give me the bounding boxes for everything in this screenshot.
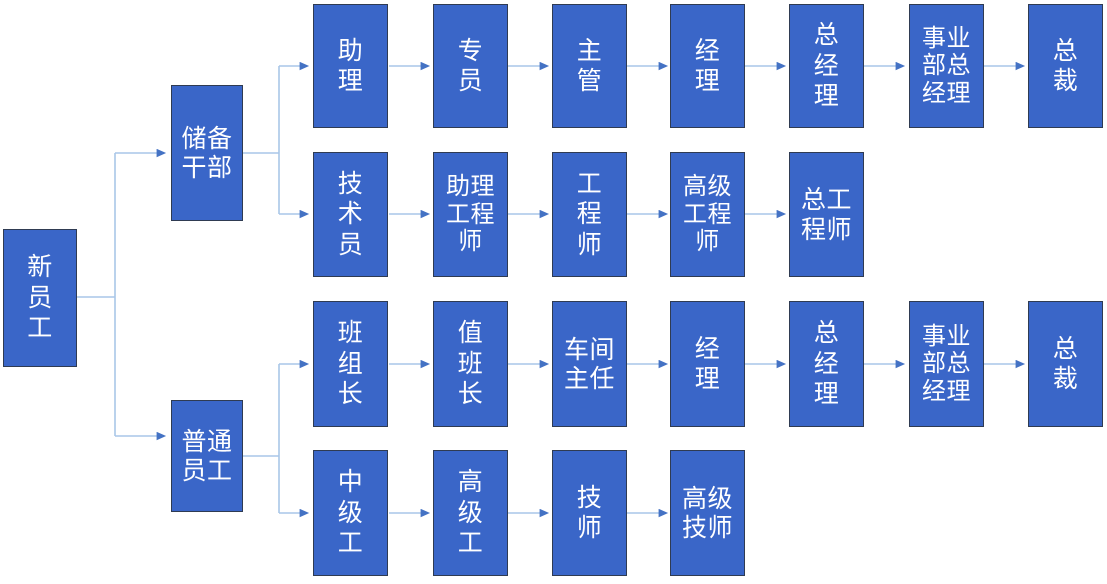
node-label: 技术员 (337, 168, 364, 259)
node-label: 中级工 (337, 467, 364, 558)
node-label: 班组长 (337, 318, 364, 409)
node-production-2[interactable]: 值班长 (433, 301, 508, 427)
node-production-5[interactable]: 总经理 (789, 301, 864, 427)
node-label: 总经理 (813, 318, 840, 409)
node-technical-5[interactable]: 总工程师 (789, 152, 864, 277)
node-label: 高级工 (457, 467, 484, 558)
node-new-employee[interactable]: 新员工 (3, 229, 77, 367)
node-label: 经理 (694, 333, 721, 394)
node-label: 普通员工 (181, 426, 233, 486)
node-technical-4[interactable]: 高级工程师 (670, 152, 745, 277)
node-management-2[interactable]: 专员 (433, 4, 508, 128)
node-label: 工程师 (576, 168, 603, 259)
node-production-6[interactable]: 事业部总经理 (909, 301, 984, 427)
node-skill-4[interactable]: 高级技师 (670, 450, 745, 576)
node-label: 储备干部 (181, 123, 233, 183)
node-skill-2[interactable]: 高级工 (433, 450, 508, 576)
node-technical-1[interactable]: 技术员 (313, 152, 388, 277)
node-label: 总裁 (1052, 35, 1079, 96)
node-label: 主管 (576, 35, 603, 96)
node-management-5[interactable]: 总经理 (789, 4, 864, 128)
node-ordinary-staff[interactable]: 普通员工 (171, 400, 243, 512)
node-label: 事业部总经理 (921, 321, 971, 405)
node-label: 经理 (694, 35, 721, 96)
node-management-4[interactable]: 经理 (670, 4, 745, 128)
node-label: 高级工程师 (682, 172, 732, 256)
node-management-7[interactable]: 总裁 (1028, 4, 1103, 128)
node-skill-3[interactable]: 技师 (552, 450, 627, 576)
node-label: 新员工 (27, 252, 53, 343)
node-label: 专员 (457, 35, 484, 96)
node-label: 值班长 (457, 318, 484, 409)
node-production-7[interactable]: 总裁 (1028, 301, 1103, 427)
node-label: 总经理 (813, 20, 840, 111)
node-production-1[interactable]: 班组长 (313, 301, 388, 427)
node-label: 技师 (576, 482, 603, 543)
node-label: 车间主任 (563, 334, 615, 394)
node-technical-3[interactable]: 工程师 (552, 152, 627, 277)
node-production-4[interactable]: 经理 (670, 301, 745, 427)
node-management-6[interactable]: 事业部总经理 (909, 4, 984, 128)
node-label: 助理工程师 (445, 172, 495, 256)
node-label: 助理 (337, 35, 364, 96)
node-skill-1[interactable]: 中级工 (313, 450, 388, 576)
node-reserve-cadre[interactable]: 储备干部 (171, 85, 243, 221)
node-label: 事业部总经理 (921, 23, 971, 107)
node-label: 总裁 (1052, 333, 1079, 394)
node-production-3[interactable]: 车间主任 (552, 301, 627, 427)
node-management-3[interactable]: 主管 (552, 4, 627, 128)
node-technical-2[interactable]: 助理工程师 (433, 152, 508, 277)
node-management-1[interactable]: 助理 (313, 4, 388, 128)
node-label: 高级技师 (681, 483, 733, 543)
node-label: 总工程师 (800, 185, 852, 244)
